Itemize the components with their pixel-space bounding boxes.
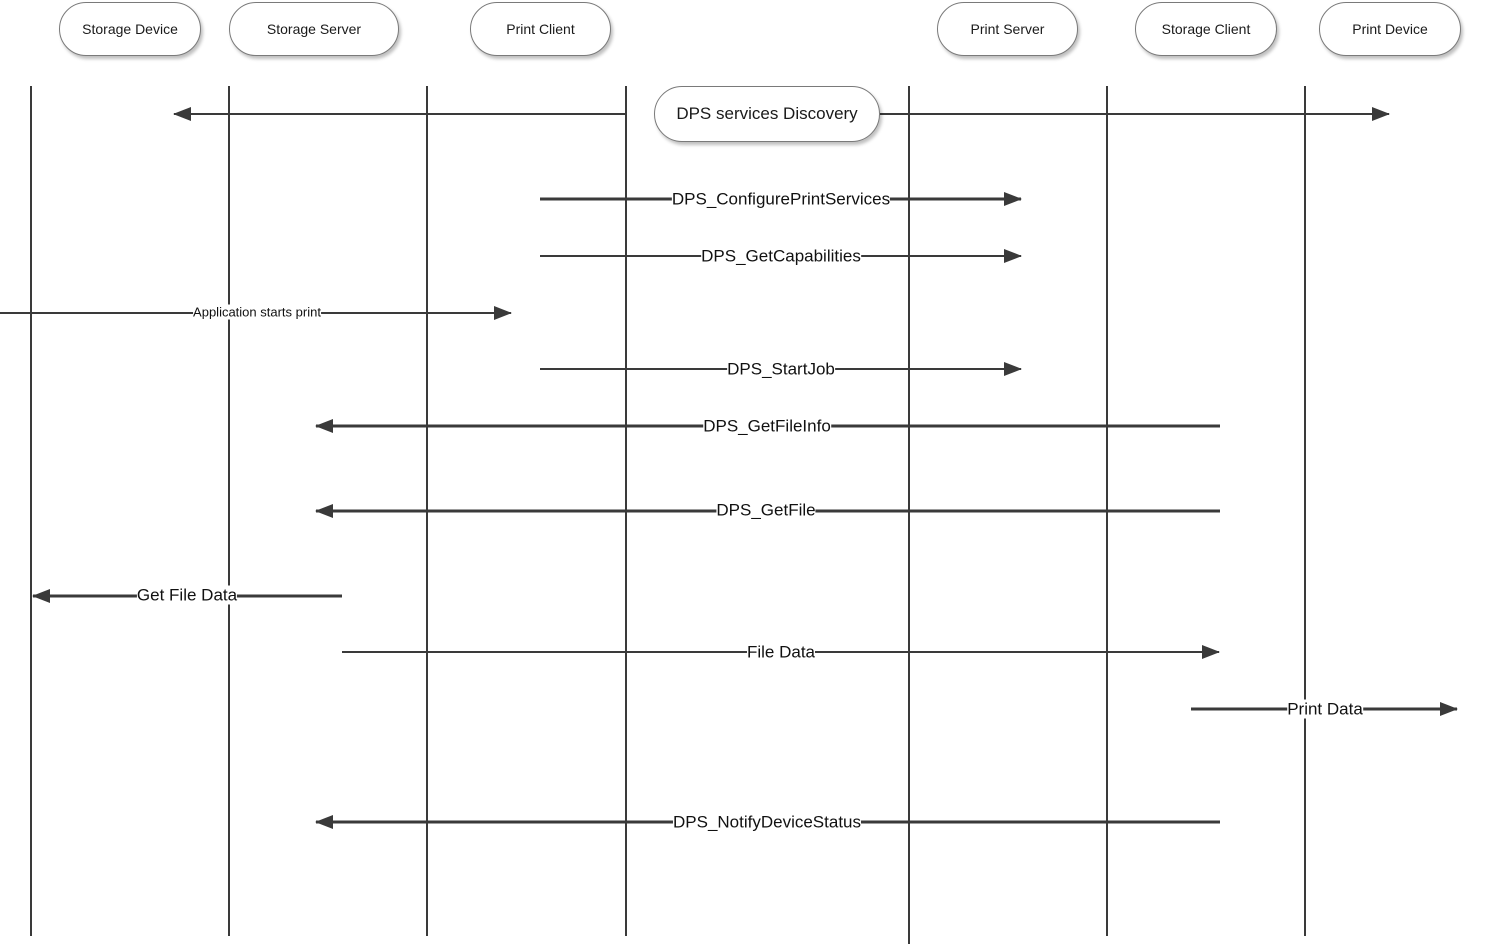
actor-storage-device: Storage Device — [59, 2, 201, 56]
label-get-file: DPS_GetFile — [716, 500, 816, 520]
lifeline-2 — [228, 86, 230, 936]
actor-storage-client: Storage Client — [1135, 2, 1277, 56]
label-get-file-info: DPS_GetFileInfo — [703, 416, 831, 436]
label-print-data: Print Data — [1287, 699, 1363, 719]
label-get-capabilities: DPS_GetCapabilities — [701, 246, 861, 266]
label-file-data: File Data — [746, 642, 816, 662]
label-get-file-data: Get File Data — [136, 585, 238, 605]
actor-print-device: Print Device — [1319, 2, 1461, 56]
lifeline-5 — [908, 86, 910, 944]
label-configure-print-services: DPS_ConfigurePrintServices — [671, 189, 891, 209]
lifeline-7 — [1304, 86, 1306, 936]
label-application-starts-print: Application starts print — [193, 304, 321, 320]
discovery-box: DPS services Discovery — [654, 86, 880, 142]
lifeline-1 — [30, 86, 32, 936]
actor-storage-server: Storage Server — [229, 2, 399, 56]
label-notify-device-status: DPS_NotifyDeviceStatus — [672, 812, 862, 832]
actor-print-server: Print Server — [937, 2, 1078, 56]
label-start-job: DPS_StartJob — [727, 359, 835, 379]
actor-print-client: Print Client — [470, 2, 611, 56]
